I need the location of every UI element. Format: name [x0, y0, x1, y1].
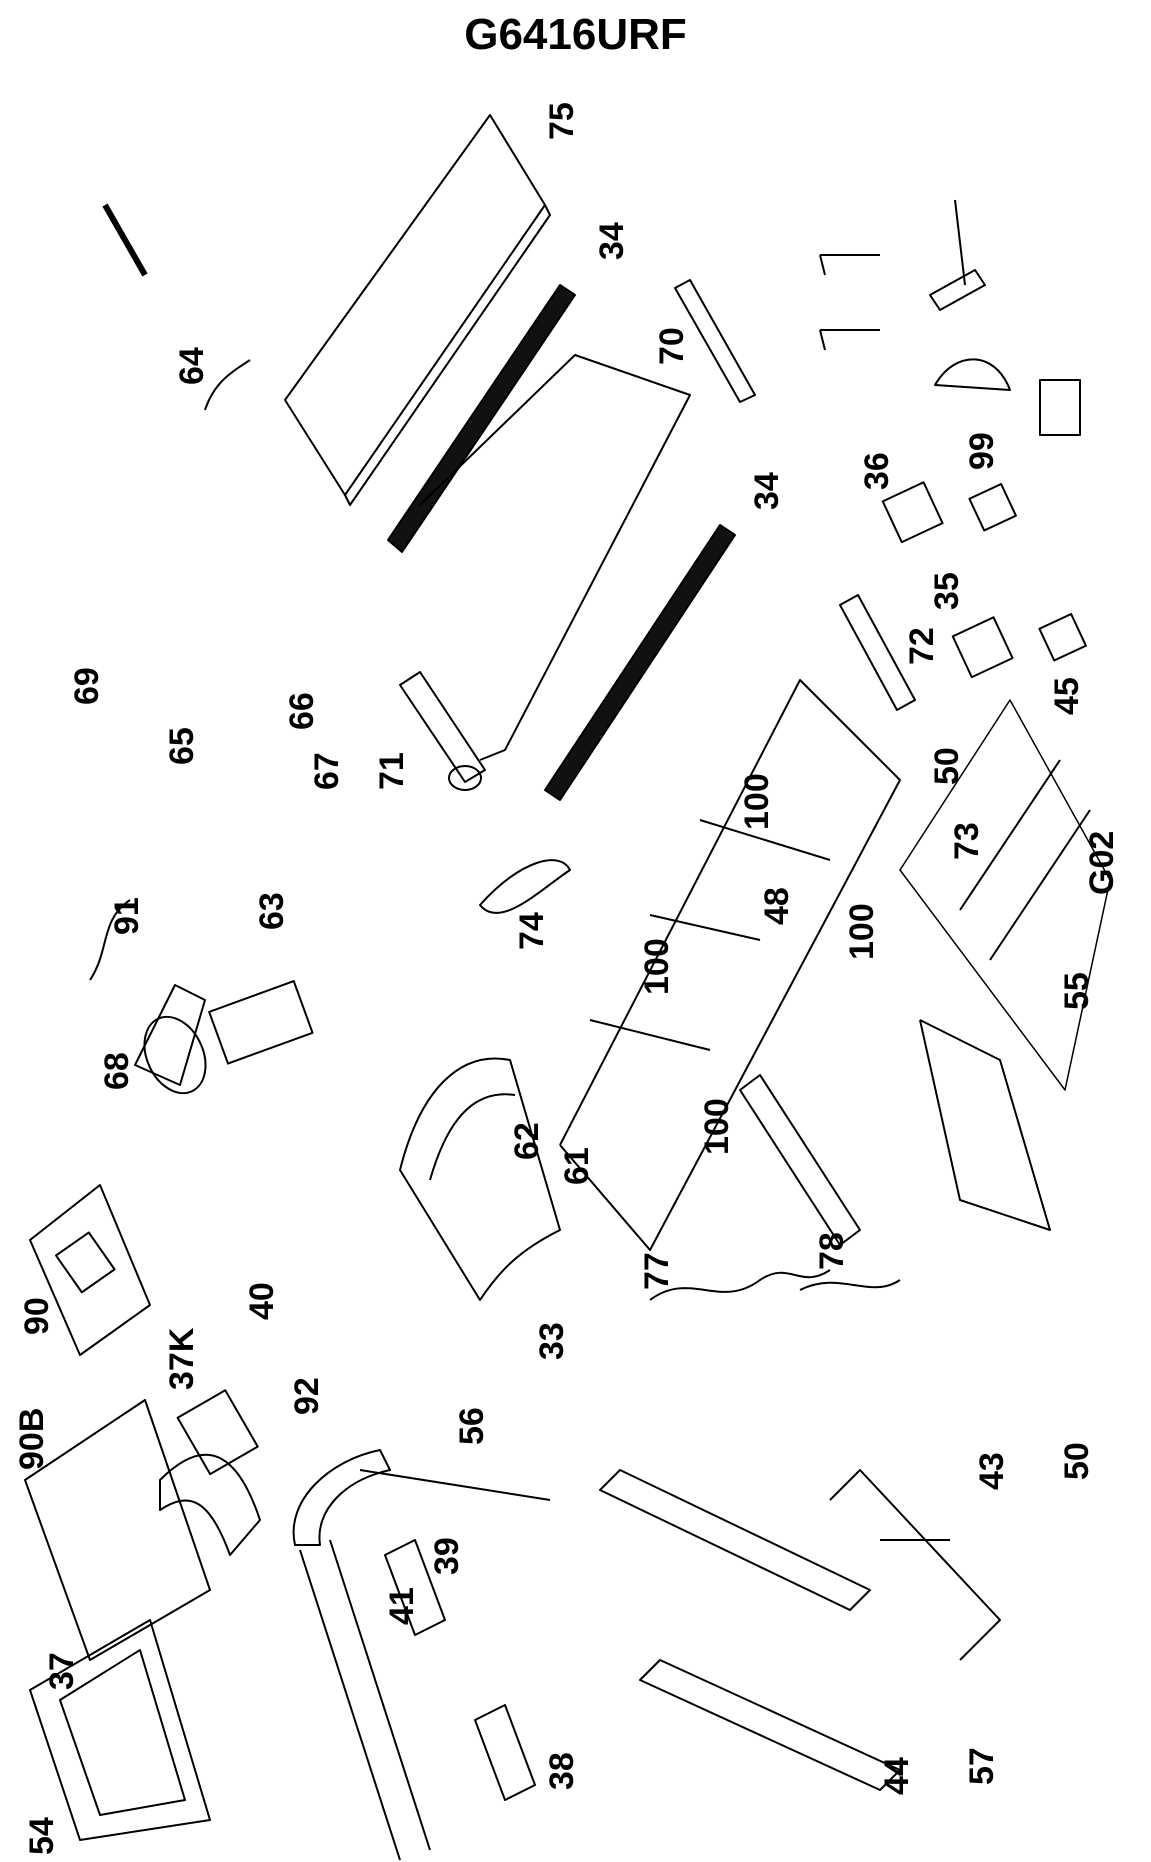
console-housing	[24, 1389, 261, 1661]
main-frame	[559, 679, 901, 1251]
part-label-68: 68	[98, 1052, 136, 1090]
part-label-66: 66	[283, 692, 321, 730]
motor	[134, 980, 314, 1095]
part-label-70: 70	[653, 327, 691, 365]
part-label-55: 55	[1058, 972, 1096, 1010]
part-label-G02: G02	[1083, 830, 1121, 895]
part-label-34: 34	[593, 222, 631, 260]
part-label-78: 78	[813, 1232, 851, 1270]
part-label-90: 90	[18, 1297, 56, 1335]
part-label-72: 72	[903, 627, 941, 665]
part-label-40: 40	[243, 1282, 281, 1320]
part-label-62: 62	[508, 1122, 546, 1160]
deck-board	[284, 114, 551, 506]
part-label-100: 100	[843, 903, 881, 960]
oil-bottle	[934, 358, 1081, 436]
part-label-90B: 90B	[13, 1407, 51, 1470]
support-bar	[739, 1074, 861, 1246]
part-label-73: 73	[948, 822, 986, 860]
handrail-grip-lower	[474, 1704, 536, 1801]
part-label-92: 92	[288, 1377, 326, 1415]
cable-91	[89, 899, 131, 981]
part-label-38: 38	[543, 1752, 581, 1790]
part-label-43: 43	[973, 1452, 1011, 1490]
part-label-33: 33	[533, 1322, 571, 1360]
part-label-64: 64	[173, 347, 211, 385]
part-label-100: 100	[698, 1098, 736, 1155]
part-label-91: 91	[108, 897, 146, 935]
part-label-71: 71	[373, 752, 411, 790]
rear-roller	[839, 594, 916, 711]
cable-78	[799, 1279, 901, 1291]
cable-77	[649, 1269, 831, 1301]
motor-cover	[399, 1057, 561, 1301]
part-label-65: 65	[163, 727, 201, 765]
part-label-37: 37	[43, 1652, 81, 1690]
part-label-50: 50	[928, 747, 966, 785]
side-rail-upper	[387, 284, 576, 553]
part-label-34: 34	[748, 472, 786, 510]
diagram-title: G6416URF	[464, 10, 687, 59]
part-label-37K: 37K	[163, 1327, 201, 1390]
part-label-45: 45	[1048, 677, 1086, 715]
part-label-74: 74	[513, 912, 551, 950]
rear-foot-frame	[919, 1019, 1051, 1231]
part-label-67: 67	[308, 752, 346, 790]
part-label-50: 50	[1058, 1442, 1096, 1480]
console-panel	[29, 1184, 151, 1356]
end-caps	[881, 481, 1087, 679]
part-label-77: 77	[638, 1252, 676, 1290]
drive-belt	[479, 859, 571, 914]
part-label-75: 75	[543, 102, 581, 140]
part-label-48: 48	[758, 887, 796, 925]
tools	[819, 199, 986, 351]
deck-frame	[419, 354, 691, 761]
part-label-54: 54	[23, 1817, 61, 1855]
handlebar-frame	[292, 1449, 551, 1861]
part-label-100: 100	[638, 938, 676, 995]
cable-64	[204, 359, 251, 411]
part-label-44: 44	[878, 1757, 916, 1795]
bar-stick	[102, 203, 148, 277]
base-frame	[599, 1469, 1001, 1791]
console-frame	[29, 1619, 211, 1841]
part-label-99: 99	[963, 432, 1001, 470]
part-label-57: 57	[963, 1747, 1001, 1785]
part-label-61: 61	[558, 1147, 596, 1185]
side-rail-lower	[544, 524, 736, 801]
part-label-56: 56	[453, 1407, 491, 1445]
g02-kit-box	[899, 699, 1111, 1091]
part-label-100: 100	[738, 773, 776, 830]
part-label-69: 69	[68, 667, 106, 705]
rail-70	[674, 279, 756, 403]
part-label-41: 41	[383, 1587, 421, 1625]
part-label-35: 35	[928, 572, 966, 610]
part-label-39: 39	[428, 1537, 466, 1575]
part-label-63: 63	[253, 892, 291, 930]
handrail-grip-upper	[384, 1539, 446, 1636]
front-roller	[399, 671, 486, 791]
part-label-36: 36	[858, 452, 896, 490]
